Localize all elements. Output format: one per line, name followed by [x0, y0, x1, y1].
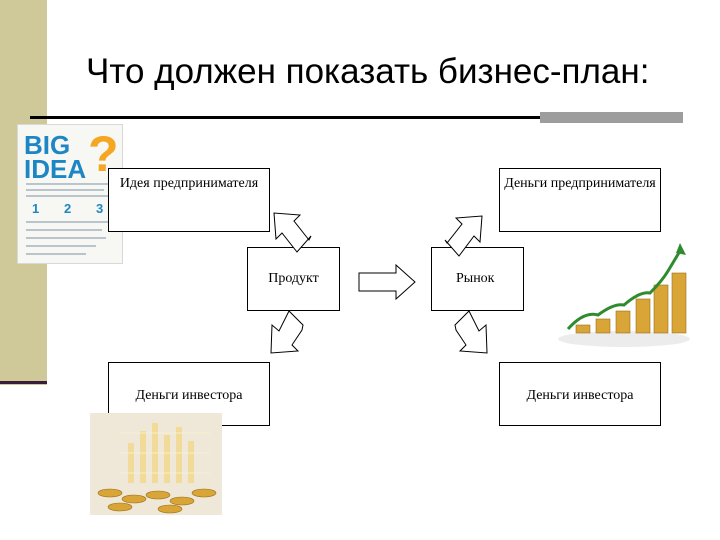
- poster-text-line: [26, 189, 104, 191]
- poster-number: 3: [96, 201, 104, 216]
- market-box: Рынок: [431, 247, 524, 311]
- product-box: Продукт: [247, 247, 340, 311]
- coins-bars-illustration: [90, 413, 222, 515]
- poster-heading: BIG IDEA: [24, 130, 87, 184]
- poster-text-line: [26, 245, 96, 247]
- poster-word-big: BIG: [24, 130, 71, 160]
- sidebar-divider: [0, 381, 47, 384]
- poster-text-line: [26, 237, 106, 239]
- investor-coins-image: [90, 413, 222, 515]
- money-entrepreneur-box: Деньги предпринимателя: [499, 168, 661, 232]
- poster-text-line: [26, 229, 102, 231]
- coins-growth-image: [554, 241, 700, 351]
- investor-money-box-right: Деньги инвестора: [499, 362, 661, 426]
- arrow-product-to-market: [358, 263, 416, 301]
- poster-text-line: [26, 183, 112, 185]
- arrow-to-investor-right: [454, 310, 488, 354]
- poster-number: 1: [32, 201, 40, 216]
- poster-text-line: [26, 221, 110, 223]
- title-underline-accent: [540, 112, 683, 123]
- arrow-to-money-entrepreneur: [444, 215, 483, 257]
- idea-entrepreneur-box: Идея предпринимателя: [108, 168, 270, 232]
- arrow-to-idea: [273, 212, 312, 253]
- poster-text-line: [26, 253, 86, 255]
- title-underline: [30, 116, 540, 119]
- arrow-to-investor-left: [270, 310, 304, 354]
- coins-growth-illustration: [558, 243, 690, 347]
- poster-number: 2: [64, 201, 72, 216]
- poster-word-idea: IDEA: [24, 154, 87, 184]
- poster-text-line: [26, 195, 108, 197]
- slide-title: Что должен показать бизнес-план:: [86, 52, 650, 91]
- big-idea-poster-image: BIG IDEA ? 1 2 3: [17, 124, 123, 264]
